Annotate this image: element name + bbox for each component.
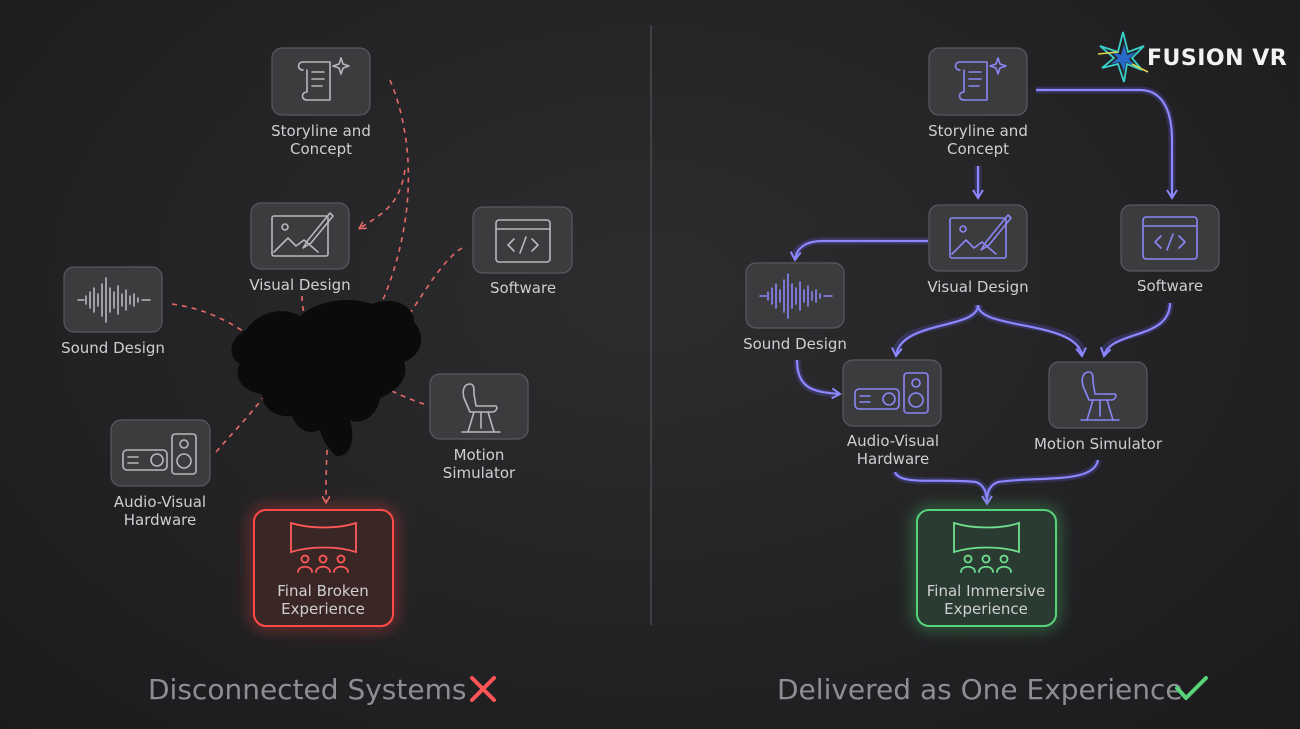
- broken-system-blob: [231, 300, 422, 457]
- flow-sound-av: [795, 359, 842, 400]
- flow-motion-final: [985, 459, 1100, 501]
- right-node-sound-design: Sound Design: [743, 262, 847, 353]
- right-node-visual-design: Visual Design: [927, 204, 1029, 296]
- left-final-label-line1: Final Broken: [277, 582, 369, 600]
- motion-seat-icon: [461, 383, 501, 433]
- brand-name: FUSION VR: [1147, 46, 1287, 71]
- left-caption: Disconnected Systems: [148, 673, 466, 706]
- flow-visual-sound: [789, 239, 928, 262]
- left-panel: Storyline and Concept Visual Design: [61, 47, 573, 706]
- picture-brush-icon: [271, 212, 334, 257]
- flow-av-final: [893, 471, 993, 506]
- sound-wave-icon: [77, 277, 151, 323]
- left-storyline-label-line1: Storyline and: [271, 122, 371, 140]
- right-final-label-line2: Experience: [944, 600, 1028, 618]
- right-av-label-line2: Hardware: [857, 450, 929, 468]
- flow-visual-av: [891, 304, 980, 358]
- left-software-label: Software: [490, 279, 556, 297]
- code-window-icon: [495, 219, 551, 263]
- left-node-motion-simulator: Motion Simulator: [429, 373, 529, 482]
- left-final-label-line2: Experience: [281, 600, 365, 618]
- right-node-software: Software: [1120, 204, 1220, 295]
- dashed-arrow-sound: [171, 303, 250, 336]
- left-sound-label: Sound Design: [61, 339, 165, 357]
- left-node-software: Software: [472, 206, 573, 297]
- sound-wave-icon: [759, 273, 833, 319]
- right-storyline-label-line2: Concept: [947, 140, 1009, 158]
- right-node-storyline: Storyline and Concept: [928, 47, 1028, 158]
- flow-storyline-software: [1036, 88, 1178, 200]
- projector-speaker-icon: [122, 433, 197, 475]
- dashed-arrow-storyline: [370, 79, 410, 328]
- projector-speaker-icon: [854, 372, 929, 414]
- starburst-icon: [1097, 31, 1149, 83]
- left-node-visual-design: Visual Design: [249, 202, 351, 294]
- right-panel: FUSION VR: [743, 31, 1287, 706]
- right-visual-label: Visual Design: [927, 278, 1028, 296]
- fusion-vr-logo: FUSION VR: [1097, 31, 1287, 83]
- left-node-av-hardware: Audio-Visual Hardware: [110, 419, 211, 529]
- left-node-storyline: Storyline and Concept: [271, 47, 371, 158]
- dashed-arrow-av: [215, 388, 270, 453]
- right-caption: Delivered as One Experience: [777, 673, 1183, 706]
- theater-screen-icon: [953, 521, 1020, 573]
- left-av-label-line1: Audio-Visual: [114, 493, 206, 511]
- picture-brush-icon: [949, 214, 1012, 259]
- left-node-final-broken: Final Broken Experience: [253, 509, 394, 627]
- left-motion-label-line2: Simulator: [443, 464, 516, 482]
- code-window-icon: [1142, 216, 1198, 260]
- theater-screen-icon: [290, 521, 357, 573]
- left-storyline-label-line2: Concept: [290, 140, 352, 158]
- right-motion-label: Motion Simulator: [1034, 435, 1163, 453]
- left-node-sound-design: Sound Design: [61, 266, 165, 357]
- right-node-final-immersive: Final Immersive Experience: [916, 509, 1057, 627]
- right-sound-label: Sound Design: [743, 335, 847, 353]
- right-node-av-hardware: Audio-Visual Hardware: [842, 359, 942, 468]
- check-icon: [1175, 676, 1208, 700]
- left-visual-label: Visual Design: [249, 276, 350, 294]
- dashed-arrow-final: [326, 419, 331, 502]
- connected-flow-lines: [789, 86, 1178, 506]
- scroll-icon: [297, 57, 350, 101]
- dashed-arrow-storyline-visual: [360, 169, 406, 228]
- flow-software-motion: [1100, 302, 1172, 358]
- flow-visual-motion: [976, 304, 1087, 358]
- cross-icon: [470, 676, 496, 702]
- scroll-icon: [954, 57, 1007, 101]
- left-motion-label-line1: Motion: [454, 446, 505, 464]
- right-final-label-line1: Final Immersive: [927, 582, 1045, 600]
- right-software-label: Software: [1137, 277, 1203, 295]
- right-node-motion-simulator: Motion Simulator: [1034, 361, 1163, 453]
- right-av-label-line1: Audio-Visual: [847, 432, 939, 450]
- right-storyline-label-line1: Storyline and: [928, 122, 1028, 140]
- motion-seat-icon: [1080, 371, 1120, 421]
- left-av-label-line2: Hardware: [124, 511, 196, 529]
